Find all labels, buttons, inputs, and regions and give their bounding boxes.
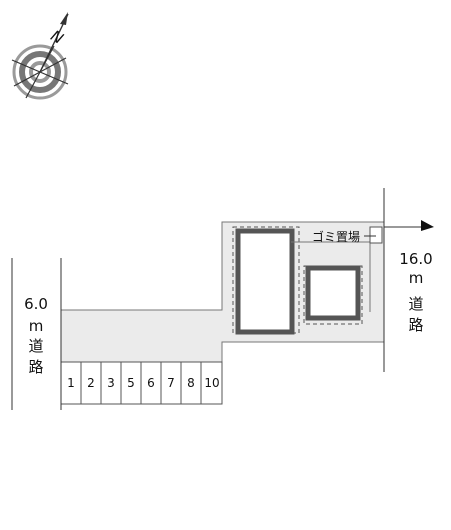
parking-space-5: 5 <box>127 376 135 390</box>
building-main <box>232 226 300 335</box>
road-left: 6.0 m 道 路 <box>11 258 62 410</box>
parking-space-10: 10 <box>204 376 219 390</box>
road-left-char-2: 路 <box>28 358 43 376</box>
road-left-width: 6.0 <box>24 295 48 313</box>
road-right-char-1: 道 <box>408 295 423 313</box>
parking-row: 1 2 3 5 6 7 8 10 <box>60 361 223 405</box>
parking-space-8: 8 <box>187 376 195 390</box>
compass-north-label: N <box>48 27 67 48</box>
parking-space-2: 2 <box>87 376 95 390</box>
road-right-char-2: 路 <box>408 316 423 334</box>
compass-north-icon: N <box>11 12 69 100</box>
parking-space-1: 1 <box>67 376 75 390</box>
garbage-area: ゴミ置場 <box>312 226 383 244</box>
road-right: 16.0 m 道 路 <box>383 188 434 372</box>
road-left-unit: m <box>29 317 44 335</box>
garbage-area-label: ゴミ置場 <box>312 229 360 244</box>
building-annex <box>291 241 371 325</box>
parking-space-7: 7 <box>167 376 175 390</box>
road-left-char-1: 道 <box>28 337 43 355</box>
road-right-width: 16.0 <box>399 250 432 268</box>
parking-space-3: 3 <box>107 376 115 390</box>
road-right-unit: m <box>409 269 424 287</box>
parking-space-6: 6 <box>147 376 155 390</box>
